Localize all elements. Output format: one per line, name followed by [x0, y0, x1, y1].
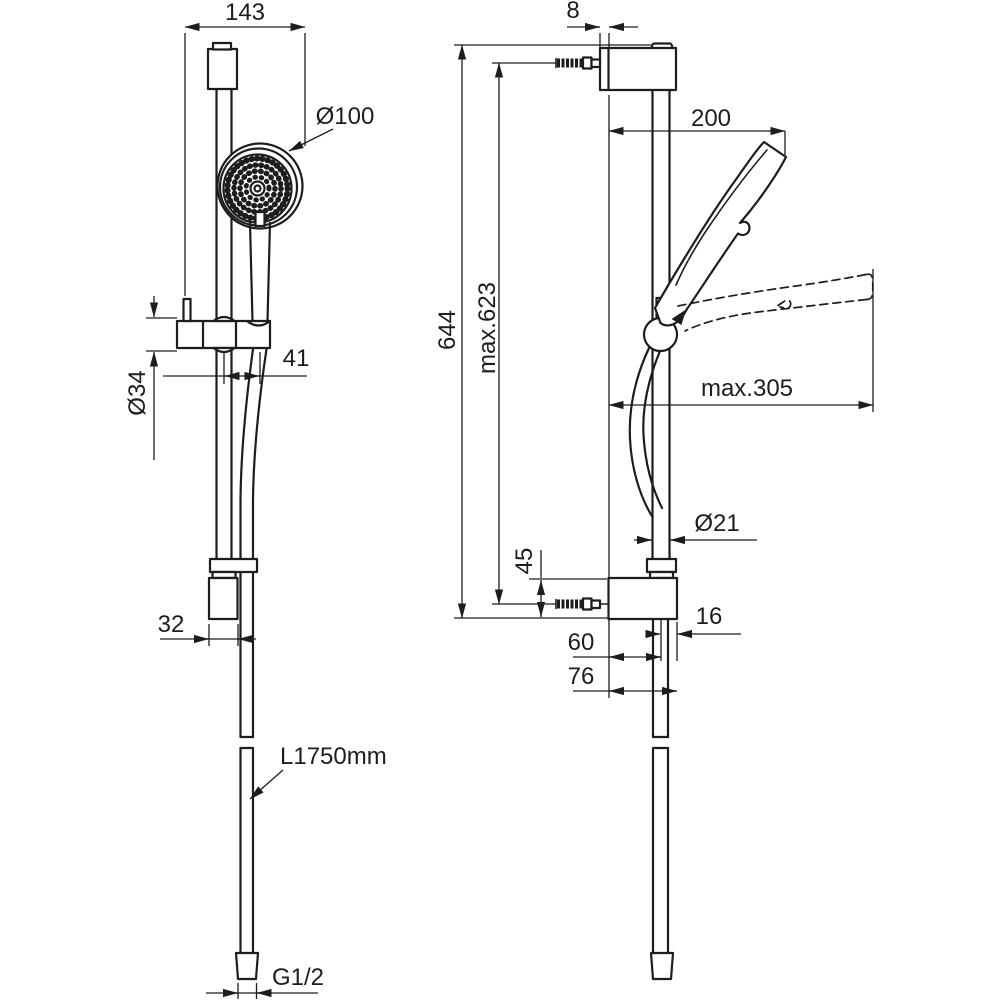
thread-label: G1/2 [272, 964, 324, 991]
dim-644: 644 [434, 44, 651, 619]
dim-16-label: 16 [696, 603, 723, 630]
rail-top-cap [206, 47, 239, 91]
shower-hose-front [239, 347, 268, 955]
dim-32: 32 [158, 611, 256, 646]
dim-41-label: 41 [283, 345, 310, 372]
bottom-bracket-collar-side [645, 557, 678, 574]
dim-76-label: 76 [568, 663, 595, 690]
dim-max623-label: max.623 [474, 282, 501, 374]
slider-lever-pin [182, 297, 192, 323]
dim-rail-diameter: Ø21 [634, 510, 757, 545]
dim-d34-label: Ø34 [124, 370, 151, 415]
dim-41: 41 [163, 345, 309, 384]
bottom-bracket-collar [208, 557, 259, 574]
dim-60: 60 [568, 619, 661, 698]
dim-hose-length: L1750mm [249, 743, 387, 800]
bottom-bracket-front [207, 557, 259, 621]
dim-200: 200 [608, 95, 786, 578]
dim-143-label: 143 [225, 0, 265, 26]
dim-644-label: 644 [434, 310, 461, 350]
dim-200-label: 200 [691, 105, 731, 132]
shower-hose-side [628, 346, 664, 519]
dim-head-diameter: Ø100 [288, 103, 375, 152]
dim-thread: G1/2 [206, 964, 324, 999]
dim-slider-diameter: Ø34 [124, 296, 177, 460]
hand-shower-side [653, 140, 788, 327]
head-bottom-nub [254, 210, 266, 228]
dim-max305-label: max.305 [701, 375, 793, 402]
dim-32-label: 32 [158, 611, 185, 638]
dim-d21-label: Ø21 [694, 510, 739, 537]
slider-bracket-front [175, 297, 272, 354]
hose-length-label: L1750mm [280, 743, 387, 770]
dim-45-label: 45 [511, 548, 538, 575]
top-wall-plug-screw [555, 56, 602, 70]
bottom-wall-plug-screw [555, 597, 609, 611]
dim-16: 16 [645, 603, 741, 661]
dim-60-label: 60 [568, 629, 595, 656]
dim-max305: max.305 [608, 269, 874, 412]
hand-shower-swivel-dashed [677, 273, 874, 332]
dim-143: 143 [184, 0, 306, 296]
hose-below-bracket-side [651, 617, 670, 955]
spray-face-edge [671, 309, 686, 325]
dim-8: 8 [566, 0, 638, 47]
slide-rail-front [206, 41, 239, 561]
hose-cone-nut-side [649, 951, 675, 981]
dim-d100-label: Ø100 [316, 103, 375, 130]
dim-45: 45 [511, 548, 607, 617]
front-view: 143 Ø100 Ø34 41 32 [124, 0, 387, 999]
dim-max623: max.623 [474, 62, 556, 605]
dim-8-label: 8 [566, 0, 579, 24]
hose-cone-nut-front [234, 951, 260, 981]
bottom-wall-bracket [607, 557, 679, 621]
dim-76: 76 [568, 663, 677, 696]
hand-shower-head-front [216, 142, 304, 323]
side-view: 8 644 max.623 200 max.305 [434, 0, 874, 981]
top-wall-bracket [598, 42, 678, 92]
